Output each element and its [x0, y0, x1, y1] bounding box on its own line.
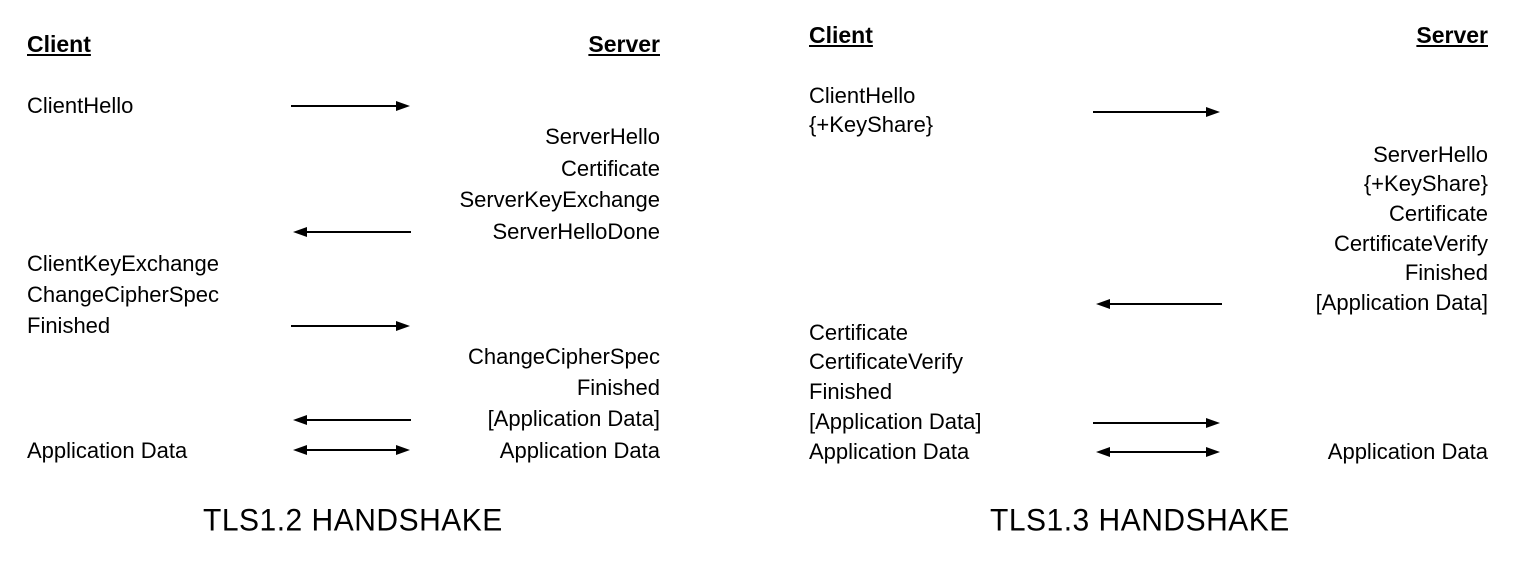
tls12-diagram: Client Server ClientHello ServerHello Ce… — [0, 0, 700, 573]
tls12-title: TLS1.2 HANDSHAKE — [203, 503, 503, 538]
tls13-diagram: Client Server ClientHello {+KeyShare} Se… — [780, 0, 1535, 573]
tls12-server-header: Server — [588, 31, 660, 57]
tls13-server-app-data: Application Data — [1327, 439, 1488, 464]
tls12-server-msg: ServerHello — [545, 124, 660, 149]
tls12-server-msg-2: ChangeCipherSpec — [467, 344, 660, 369]
tls13-server-msg: ServerHello — [1373, 142, 1488, 167]
tls13-client-msg: Certificate — [809, 320, 909, 345]
arrow-left — [293, 415, 411, 425]
tls12-client-header: Client — [27, 31, 91, 57]
tls13-client-msg: [Application Data] — [809, 409, 982, 434]
tls13-server-msg: CertificateVerify — [1333, 231, 1488, 256]
arrow-bidirectional — [293, 445, 410, 455]
tls13-server-header: Server — [1416, 22, 1488, 48]
tls13-client-hello-keyshare: {+KeyShare} — [809, 112, 934, 137]
tls12-server-msg-2: Finished — [576, 375, 660, 400]
tls12-client-msg: ChangeCipherSpec — [27, 282, 220, 307]
tls12-server-msg: ServerKeyExchange — [459, 187, 660, 212]
arrow-right — [1093, 418, 1220, 428]
arrow-right — [291, 101, 410, 111]
tls12-client-hello: ClientHello — [27, 93, 134, 118]
tls13-client-msg: CertificateVerify — [809, 349, 964, 374]
tls12-server-app-data: Application Data — [499, 438, 660, 463]
tls13-client-msg: Finished — [809, 379, 893, 404]
tls12-server-msg: Certificate — [560, 156, 660, 181]
tls13-server-msg: [Application Data] — [1315, 290, 1488, 315]
tls13-client-header: Client — [809, 22, 873, 48]
arrow-left — [1096, 299, 1222, 309]
tls12-server-msg-2: [Application Data] — [487, 406, 660, 431]
arrow-left — [293, 227, 411, 237]
arrow-bidirectional — [1096, 447, 1220, 457]
tls13-server-msg: Finished — [1404, 260, 1488, 285]
tls13-arrows — [1093, 107, 1222, 457]
arrow-right — [291, 321, 410, 331]
tls12-client-msg: ClientKeyExchange — [27, 251, 220, 276]
tls13-client-app-data: Application Data — [809, 439, 970, 464]
tls13-server-msg: {+KeyShare} — [1363, 171, 1488, 196]
arrow-right — [1093, 107, 1220, 117]
tls12-client-msg: Finished — [27, 313, 111, 338]
tls12-arrows — [291, 101, 411, 455]
tls13-title: TLS1.3 HANDSHAKE — [990, 503, 1290, 538]
tls12-server-msg: ServerHelloDone — [492, 219, 660, 244]
tls12-client-app-data: Application Data — [27, 438, 188, 463]
tls13-server-msg: Certificate — [1388, 201, 1488, 226]
tls13-client-hello: ClientHello — [809, 83, 916, 108]
